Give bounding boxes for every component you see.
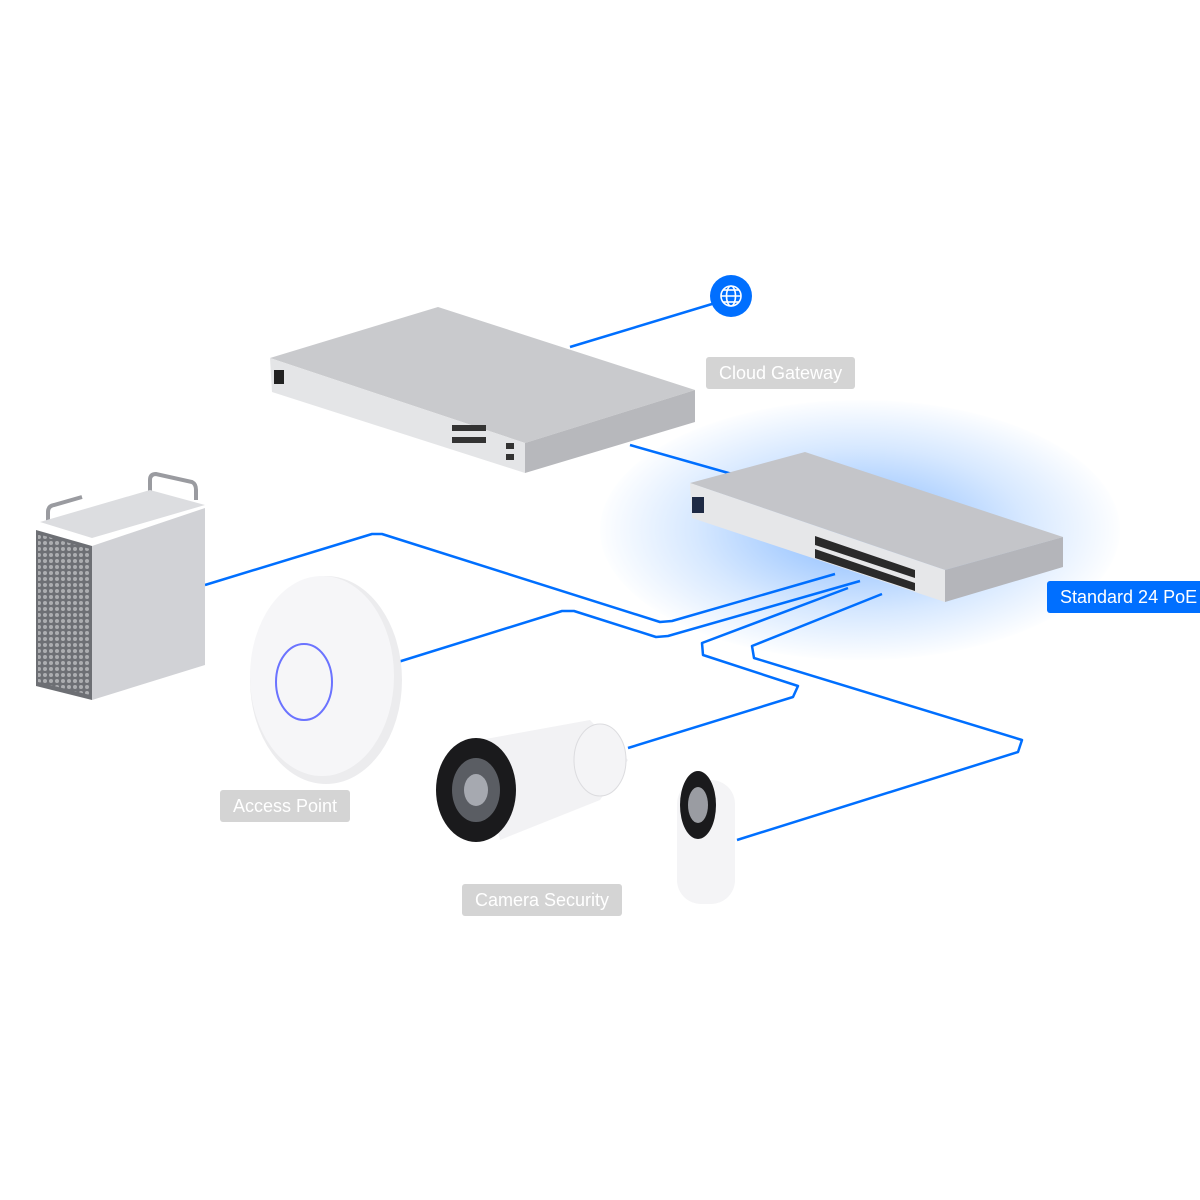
- cloud-gateway-label: Cloud Gateway: [706, 357, 856, 389]
- cable-access-point: [397, 579, 861, 664]
- cable-bullet-camera: [627, 586, 849, 750]
- standard-24-poe-label: Standard 24 PoE: [1047, 581, 1200, 613]
- workstation-device[interactable]: [36, 471, 205, 700]
- camera-security-label: Camera Security: [462, 884, 623, 916]
- flex-camera-device[interactable]: [677, 771, 735, 904]
- access-point-device[interactable]: [250, 576, 402, 784]
- cloud-gateway-device[interactable]: [270, 307, 695, 473]
- cable-dome-camera: [736, 592, 1024, 842]
- cable-gateway-switch: [629, 443, 733, 476]
- cable-workstation: [204, 532, 836, 624]
- globe-icon: [710, 275, 752, 317]
- bullet-camera-device[interactable]: [436, 720, 628, 842]
- cable-internet: [569, 302, 713, 349]
- standard-24-poe-switch[interactable]: [690, 452, 1063, 602]
- access-point-label: Access Point: [220, 790, 351, 822]
